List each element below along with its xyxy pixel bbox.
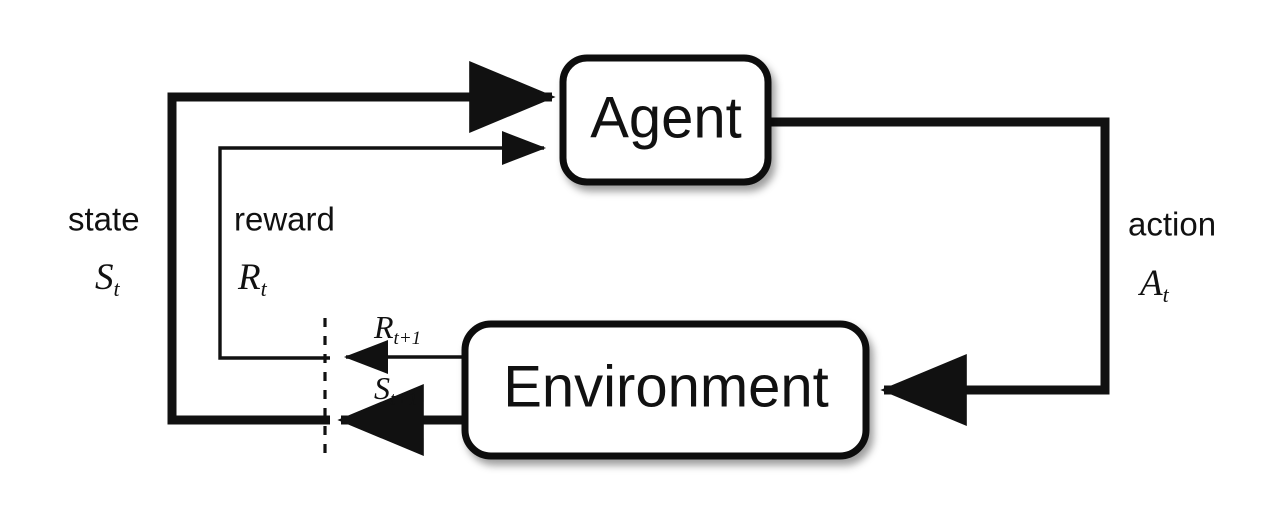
- label-action: action At: [1128, 206, 1216, 307]
- state-symbol: St: [95, 257, 121, 301]
- next-reward-symbol-base: R: [373, 309, 394, 345]
- next-state-symbol: St+1: [374, 370, 418, 410]
- label-next-state: St+1: [374, 370, 418, 410]
- reward-label-text: reward: [234, 201, 335, 238]
- state-symbol-subscript: t: [114, 276, 121, 301]
- environment-box-shape: [461, 320, 870, 460]
- reward-symbol-subscript: t: [261, 276, 268, 301]
- node-environment[interactable]: Environment: [461, 320, 870, 460]
- state-symbol-base: S: [95, 257, 114, 298]
- node-agent[interactable]: Agent: [559, 54, 772, 186]
- next-state-symbol-subscript: t+1: [390, 389, 418, 410]
- reward-symbol: Rt: [237, 257, 268, 301]
- action-label-text: action: [1128, 206, 1216, 243]
- reward-symbol-base: R: [237, 257, 261, 298]
- action-symbol: At: [1137, 263, 1170, 307]
- next-reward-symbol-subscript: t+1: [394, 328, 422, 349]
- label-reward: reward Rt: [234, 201, 335, 301]
- label-state: state St: [68, 201, 140, 301]
- next-reward-symbol: Rt+1: [373, 309, 421, 349]
- edge-reward-path: [218, 131, 547, 360]
- edge-action-path: [768, 117, 1110, 426]
- action-symbol-base: A: [1137, 263, 1163, 304]
- agent-label: Agent: [590, 85, 742, 150]
- state-label-text: state: [68, 201, 140, 238]
- action-symbol-subscript: t: [1163, 282, 1170, 307]
- edge-state-path: [167, 61, 556, 425]
- agent-box-shape: [559, 54, 772, 186]
- label-next-reward: Rt+1: [373, 309, 421, 349]
- environment-label: Environment: [503, 354, 829, 419]
- next-state-symbol-base: S: [374, 370, 390, 406]
